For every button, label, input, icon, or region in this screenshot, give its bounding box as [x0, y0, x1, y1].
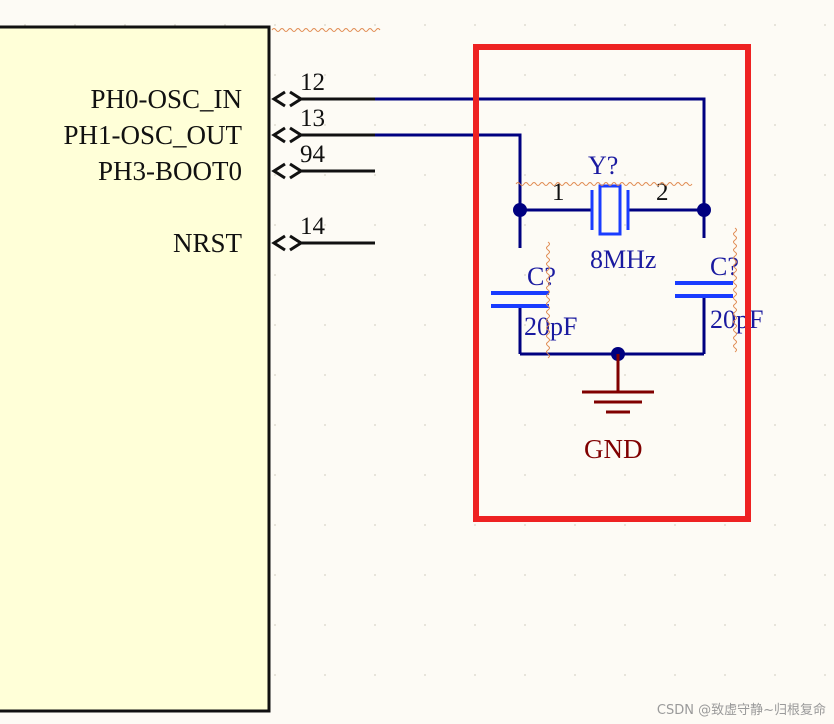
junction-right: [697, 203, 711, 217]
wire-osc-out[interactable]: [375, 133, 522, 210]
pin-stub-12[interactable]: [271, 90, 375, 108]
junction-left: [513, 203, 527, 217]
pin-name-ph3: PH3-BOOT0: [98, 156, 242, 186]
capacitor-left[interactable]: [491, 291, 549, 308]
crystal-designator: Y?: [588, 151, 618, 180]
pin-name-nrst: NRST: [173, 228, 243, 258]
ground-symbol[interactable]: [582, 354, 654, 414]
capacitor-right[interactable]: [675, 281, 733, 298]
wavy-marker-cap-left: [546, 241, 550, 359]
pin-number-12: 12: [300, 69, 325, 96]
pin-stub-94[interactable]: [271, 162, 375, 180]
csdn-watermark: CSDN @致虚守静~归根复命: [656, 703, 826, 718]
highlight-box: [473, 44, 751, 522]
capacitor-left-value: 20pF: [524, 312, 577, 341]
mcu-chip-body[interactable]: [0, 25, 271, 713]
pin-number-14: 14: [300, 213, 326, 240]
wavy-marker-top: [271, 28, 381, 32]
wavy-marker-crystal: [515, 182, 693, 186]
wavy-marker-cap-right: [733, 227, 737, 353]
pin-stub-14[interactable]: [271, 234, 375, 252]
pin-stub-13[interactable]: [271, 126, 375, 144]
pin-number-94: 94: [300, 141, 326, 168]
crystal-value: 8MHz: [590, 245, 656, 274]
ground-label: GND: [584, 434, 643, 464]
capacitor-left-designator: C?: [527, 262, 556, 291]
pin-number-13: 13: [300, 105, 325, 132]
wire-osc-in[interactable]: [375, 97, 706, 210]
crystal-pin2: 2: [656, 179, 669, 206]
crystal-pin1: 1: [552, 179, 565, 206]
pin-name-ph1: PH1-OSC_OUT: [63, 120, 242, 150]
pin-name-ph0: PH0-OSC_IN: [90, 84, 242, 114]
